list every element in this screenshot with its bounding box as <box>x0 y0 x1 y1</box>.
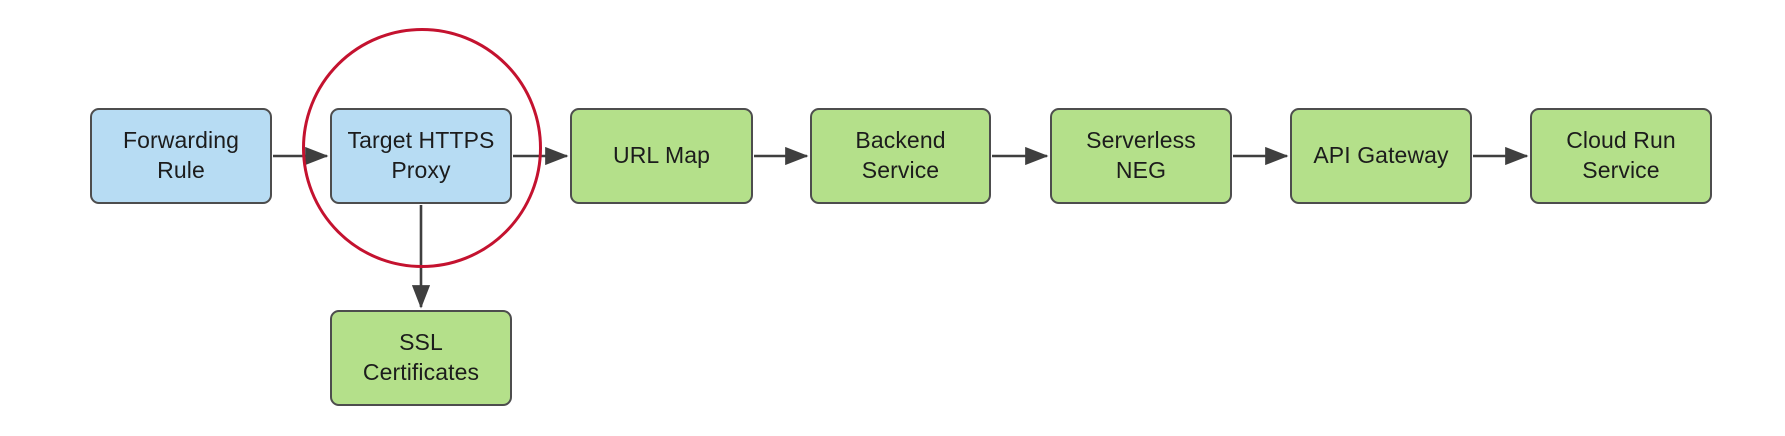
node-cloud-run-service[interactable]: Cloud Run Service <box>1530 108 1712 204</box>
node-label: URL Map <box>613 142 710 169</box>
node-api-gateway[interactable]: API Gateway <box>1290 108 1472 204</box>
node-label: Target HTTPS Proxy <box>347 127 495 183</box>
node-label: Forwarding Rule <box>122 127 240 183</box>
node-forwarding-rule[interactable]: Forwarding Rule <box>90 108 272 204</box>
node-label: Cloud Run Service <box>1566 127 1676 183</box>
node-backend-service[interactable]: Backend Service <box>810 108 991 204</box>
node-label: Serverless NEG <box>1086 127 1196 183</box>
node-serverless-neg[interactable]: Serverless NEG <box>1050 108 1232 204</box>
node-target-https-proxy[interactable]: Target HTTPS Proxy <box>330 108 512 204</box>
node-ssl-certificates[interactable]: SSL Certificates <box>330 310 512 406</box>
node-label: SSL Certificates <box>362 329 480 385</box>
node-label: Backend Service <box>855 127 946 183</box>
node-url-map[interactable]: URL Map <box>570 108 753 204</box>
node-label: API Gateway <box>1313 142 1449 169</box>
